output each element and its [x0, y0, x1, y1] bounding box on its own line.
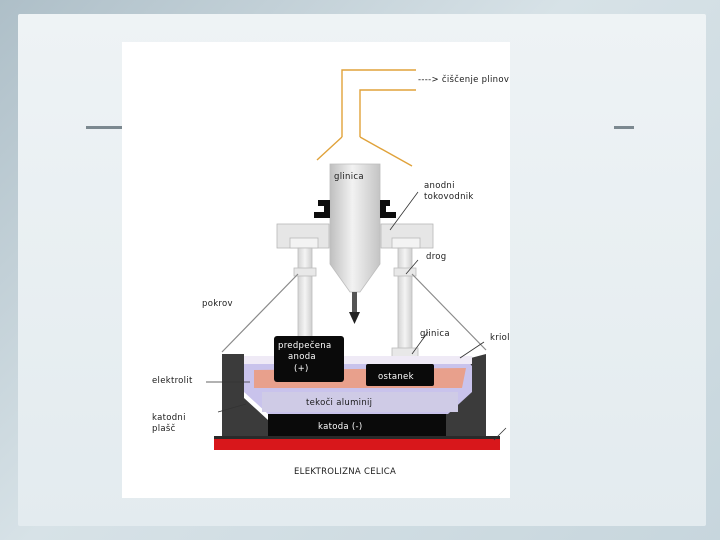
- hopper-feeder-rod: [352, 292, 357, 314]
- residue-anode: [366, 364, 434, 386]
- label-residue: ostanek: [378, 372, 414, 382]
- label-cathode-shell-line1: katodni: [152, 413, 186, 423]
- prebaked-anode: [274, 336, 344, 382]
- diagram-svg: ----> čiščenje plinov glinica anodni tok…: [152, 69, 565, 477]
- label-anode-sign: (+): [294, 364, 309, 374]
- label-alumina-bath: glinica: [420, 329, 450, 339]
- cathode-block: [268, 414, 446, 438]
- rod-collar-left: [293, 267, 317, 277]
- cover-outline: [221, 273, 487, 353]
- diagram-caption: ELEKTROLIZNA CELICA: [294, 467, 396, 477]
- hopper-feeder-tip: [349, 312, 360, 324]
- liquid-aluminium: [262, 392, 458, 412]
- alumina-hopper: [329, 163, 381, 293]
- label-cryolite-crust: kriolitna skorja: [490, 333, 510, 343]
- cell-base-edge: [214, 436, 500, 439]
- label-liquid-aluminium: tekoči aluminij: [306, 397, 372, 408]
- label-cathode-shell-line2: plašč: [152, 423, 176, 434]
- clamp-left-inner: [289, 237, 319, 249]
- label-prebaked-anode-line1: predpečena: [278, 340, 331, 351]
- rod-collar-right: [393, 267, 417, 277]
- anode-conductor-bracket-right: [380, 200, 396, 218]
- hood-outline: [316, 136, 413, 167]
- anode-conductor-bracket-left: [314, 200, 330, 218]
- clamp-right-inner: [391, 237, 421, 249]
- label-gas-cleaning: ----> čiščenje plinov: [418, 74, 509, 85]
- decorative-line-right: [614, 126, 634, 129]
- label-cathode: katoda (-): [318, 422, 363, 432]
- label-alumina-top: glinica: [334, 172, 364, 182]
- label-anode-conductor-line2: tokovodnik: [424, 192, 474, 202]
- cathode-busbar: [214, 438, 500, 450]
- label-electrolyte: elektrolit: [152, 376, 193, 386]
- leader-lines: [206, 191, 507, 441]
- label-prebaked-anode-line2: anoda: [288, 352, 316, 362]
- gas-exhaust-pipe: [341, 69, 416, 137]
- decorative-line-left: [86, 126, 122, 129]
- label-anode-conductor-line1: anodni: [424, 181, 455, 191]
- electrolysis-cell-diagram: ----> čiščenje plinov glinica anodni tok…: [122, 42, 565, 498]
- anode-rod-left: [297, 247, 313, 341]
- label-cover: pokrov: [202, 299, 233, 309]
- label-rod: drog: [426, 252, 447, 262]
- anode-rod-right: [397, 247, 413, 361]
